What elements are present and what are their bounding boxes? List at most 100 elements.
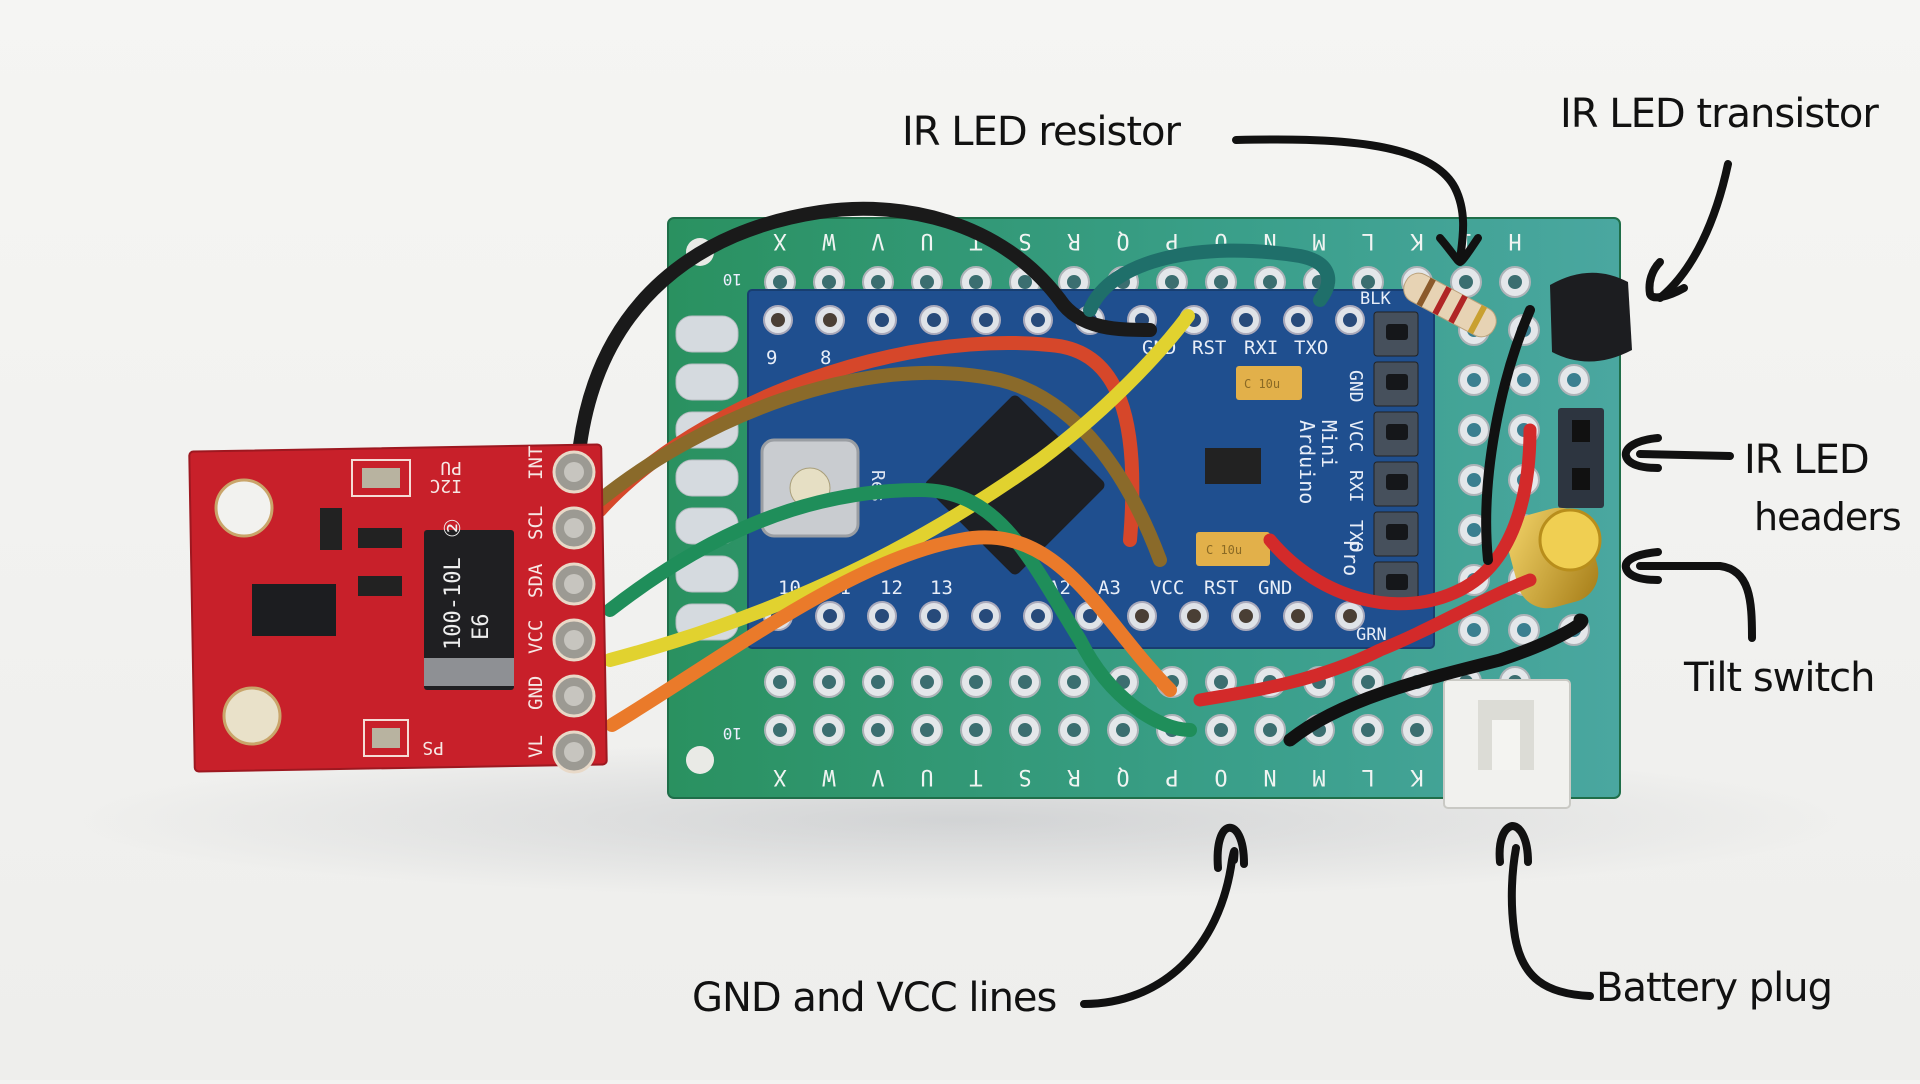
pin-label-vcc: VCC xyxy=(1150,577,1184,599)
perf-hole-center xyxy=(1018,723,1032,737)
perf-hole-center xyxy=(1361,275,1375,289)
sensor-pin-solder xyxy=(564,518,584,538)
tantalum-cap-top xyxy=(1236,366,1302,400)
perf-hole-center xyxy=(1459,275,1473,289)
perf-hole-center xyxy=(1517,623,1531,637)
jumper-ps xyxy=(363,719,409,757)
label-gnd-vcc-lines: GND and VCC lines xyxy=(692,975,1057,1021)
perf-hole-center xyxy=(1214,675,1228,689)
label-tilt-switch: Tilt switch xyxy=(1684,655,1876,701)
perf-hole-center xyxy=(1410,723,1424,737)
arrowhead-ir-led-resistor xyxy=(1436,234,1482,266)
perf-hole-center xyxy=(1467,473,1481,487)
arduino-pin-center xyxy=(1343,609,1357,623)
arduino-pin-center xyxy=(1083,609,1097,623)
arduino-pin-center xyxy=(927,609,941,623)
black-wire xyxy=(573,201,1157,452)
perf-hole-center xyxy=(773,723,787,737)
resistor-22k-b xyxy=(358,576,402,596)
arduino-pin-center xyxy=(1291,609,1305,623)
perf-hole-center xyxy=(822,675,836,689)
side-header-labels: GND VCC RXI TXO xyxy=(1345,370,1366,553)
svg-text:SCL: SCL xyxy=(525,506,547,540)
arduino-pin-center xyxy=(1343,313,1357,327)
perf-hole-center xyxy=(1508,275,1522,289)
resistor-010 xyxy=(320,508,342,550)
column-letter: X xyxy=(773,228,787,253)
sensor-capacitor xyxy=(424,530,514,690)
sensor-pin-solder xyxy=(564,462,584,482)
column-letter: T xyxy=(969,764,982,789)
perf-hole-center xyxy=(773,275,787,289)
arrowhead-gnd-vcc xyxy=(1213,823,1248,872)
svg-text:VCC: VCC xyxy=(1345,420,1366,453)
sensor-header-pins xyxy=(552,450,596,774)
arduino-pin-center xyxy=(979,313,993,327)
column-letter: L xyxy=(1361,228,1374,253)
header-pin-tip xyxy=(1386,324,1408,340)
sensor-pin-solder xyxy=(564,686,584,706)
perf-hole-center xyxy=(1361,675,1375,689)
brown-wire xyxy=(593,366,1167,567)
arrowhead-battery-plug xyxy=(1495,822,1532,866)
svg-text:VL: VL xyxy=(525,735,547,758)
perf-hole-center xyxy=(1467,523,1481,537)
arduino-bottom-pins xyxy=(763,601,1365,631)
resistor-22k-a xyxy=(358,528,402,548)
column-letter: Q xyxy=(1116,228,1129,253)
perf-hole-center xyxy=(773,675,787,689)
perf-hole-center xyxy=(1165,275,1179,289)
arduino-pin-center xyxy=(1187,609,1201,623)
pin-label-rst-bottom: RST xyxy=(1204,577,1238,599)
label-ir-led-headers-line1: IR LED xyxy=(1744,437,1870,483)
jumper-label-i2c: I2C xyxy=(429,475,462,496)
header-pin-tip xyxy=(1386,474,1408,490)
header-label-blk: BLK xyxy=(1360,289,1391,309)
black-wire-gnd xyxy=(1283,613,1589,747)
perf-hole-center xyxy=(1214,723,1228,737)
label-ir-led-resistor: IR LED resistor xyxy=(902,109,1181,155)
column-letter: M xyxy=(1312,228,1325,253)
jumper-label-ps: PS xyxy=(422,737,444,758)
column-letter: P xyxy=(1165,228,1178,253)
perf-hole-center xyxy=(1467,623,1481,637)
yellow-wire xyxy=(603,309,1195,667)
arrow-gnd-vcc xyxy=(1080,847,1239,1008)
pin-label-13: 13 xyxy=(930,577,953,599)
svg-text:INT: INT xyxy=(525,446,547,480)
battery-plug-component xyxy=(1443,679,1571,809)
arduino-pin-center xyxy=(823,609,837,623)
perf-hole-center xyxy=(1263,723,1277,737)
perf-hole-center xyxy=(969,723,983,737)
column-letter: O xyxy=(1214,764,1227,789)
perf-hole-center xyxy=(969,675,983,689)
perf-hole-center xyxy=(1567,373,1581,387)
perf-hole-center xyxy=(1018,675,1032,689)
perf-hole-center xyxy=(920,275,934,289)
column-letter: R xyxy=(1067,764,1081,789)
pin-label-rxi: RXI xyxy=(1244,337,1278,359)
perf-hole-center xyxy=(1018,275,1032,289)
perf-hole-center xyxy=(871,675,885,689)
sensor-pin-solder xyxy=(564,574,584,594)
sensor-mount-hole xyxy=(214,478,274,538)
perf-hole-center xyxy=(1361,723,1375,737)
proximity-sensor-chip xyxy=(252,584,336,636)
perf-hole-center xyxy=(1067,675,1081,689)
jumper-label-pu: PU xyxy=(440,457,462,478)
header-label-grn: GRN xyxy=(1356,625,1387,645)
arrow-battery-plug xyxy=(1507,844,1594,1000)
pin-label-12: 12 xyxy=(880,577,903,599)
label-battery-plug: Battery plug xyxy=(1596,965,1833,1011)
perf-hole-center xyxy=(920,675,934,689)
svg-text:Arduino: Arduino xyxy=(1295,420,1319,504)
jumper-i2c-pu xyxy=(351,459,411,497)
edge-pads xyxy=(675,315,739,641)
annotation-arrows xyxy=(1080,135,1756,1008)
arrowhead-ir-led-headers xyxy=(1621,434,1662,472)
red-wire-vcc xyxy=(1263,423,1537,611)
arduino-pin-center xyxy=(1239,609,1253,623)
column-letter: U xyxy=(920,764,933,789)
arduino-pin-center xyxy=(1239,313,1253,327)
